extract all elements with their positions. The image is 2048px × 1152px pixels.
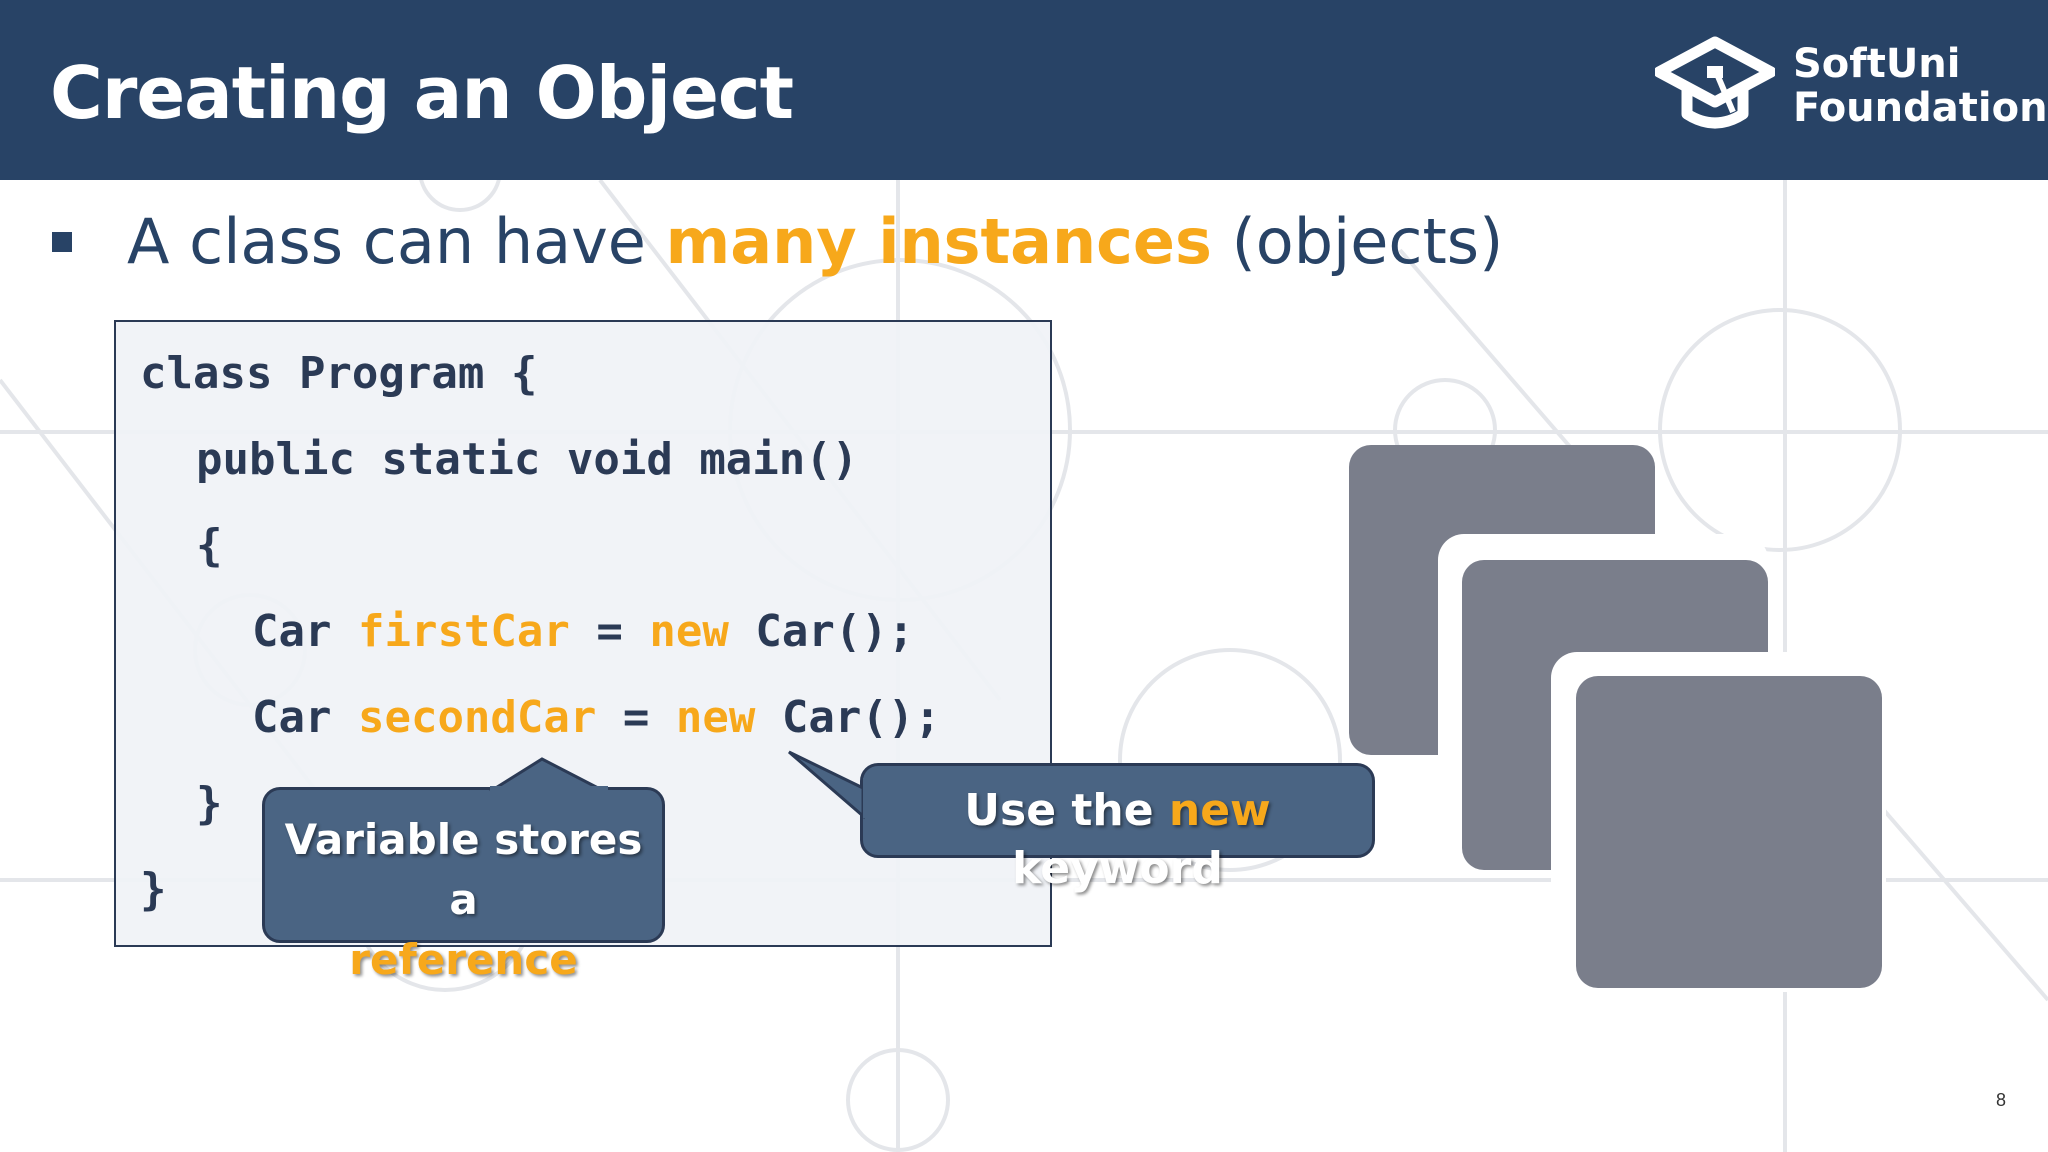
code-ctor: Car(); bbox=[755, 692, 941, 743]
callout-new-keyword: Use the new keyword bbox=[860, 763, 1375, 894]
bullet-square-icon bbox=[52, 231, 72, 252]
code-new-keyword: new bbox=[675, 692, 756, 743]
logo-line-1: SoftUni bbox=[1793, 41, 1961, 87]
bullet-text-after: (objects) bbox=[1211, 205, 1504, 278]
code-line-7: } bbox=[140, 864, 167, 915]
code-var-first: firstCar bbox=[357, 606, 570, 657]
callout-new-after: keyword bbox=[1012, 843, 1223, 894]
code-line-4: Car firstCar = new Car(); bbox=[252, 604, 914, 660]
callout-reference: Variable stores a reference bbox=[262, 787, 665, 984]
slide-title: Creating an Object bbox=[50, 51, 794, 135]
code-line-2: public static void main() bbox=[196, 434, 859, 485]
code-new-keyword: new bbox=[649, 606, 729, 657]
callout-reference-tail bbox=[488, 757, 608, 792]
callout-reference-line-2: reference bbox=[349, 935, 578, 984]
logo-line-2: Foundation bbox=[1793, 85, 2048, 131]
code-ctor: Car(); bbox=[728, 606, 915, 657]
callout-reference-line-1: Variable stores a bbox=[284, 815, 643, 924]
code-line-5: Car secondCar = new Car(); bbox=[252, 690, 941, 746]
callout-new-tail bbox=[788, 750, 873, 820]
callout-new-highlight: new bbox=[1168, 785, 1271, 836]
slide-header: Creating an Object SoftUni Foundation bbox=[0, 0, 2048, 180]
bullet-text-before: A class can have bbox=[127, 205, 666, 278]
code-type: Car bbox=[252, 606, 358, 657]
softuni-logo: SoftUni Foundation bbox=[1655, 36, 2048, 136]
code-line-1: class Program { bbox=[140, 348, 538, 399]
logo-text: SoftUni Foundation bbox=[1793, 42, 2048, 130]
callout-new-before: Use the bbox=[964, 785, 1169, 836]
graduation-cap-icon bbox=[1655, 36, 1775, 129]
object-instance-3 bbox=[1576, 676, 1882, 988]
bullet-point: A class can have many instances (objects… bbox=[52, 205, 1503, 278]
bullet-highlight: many instances bbox=[665, 205, 1212, 278]
page-number: 8 bbox=[1996, 1090, 2007, 1110]
code-line-6: } bbox=[196, 778, 223, 829]
code-var-second: secondCar bbox=[357, 692, 597, 743]
bullet-text: A class can have many instances (objects… bbox=[127, 205, 1503, 278]
code-type: Car bbox=[252, 692, 358, 743]
code-line-3: { bbox=[196, 520, 223, 571]
code-eq: = bbox=[569, 606, 650, 657]
code-eq: = bbox=[596, 692, 676, 743]
